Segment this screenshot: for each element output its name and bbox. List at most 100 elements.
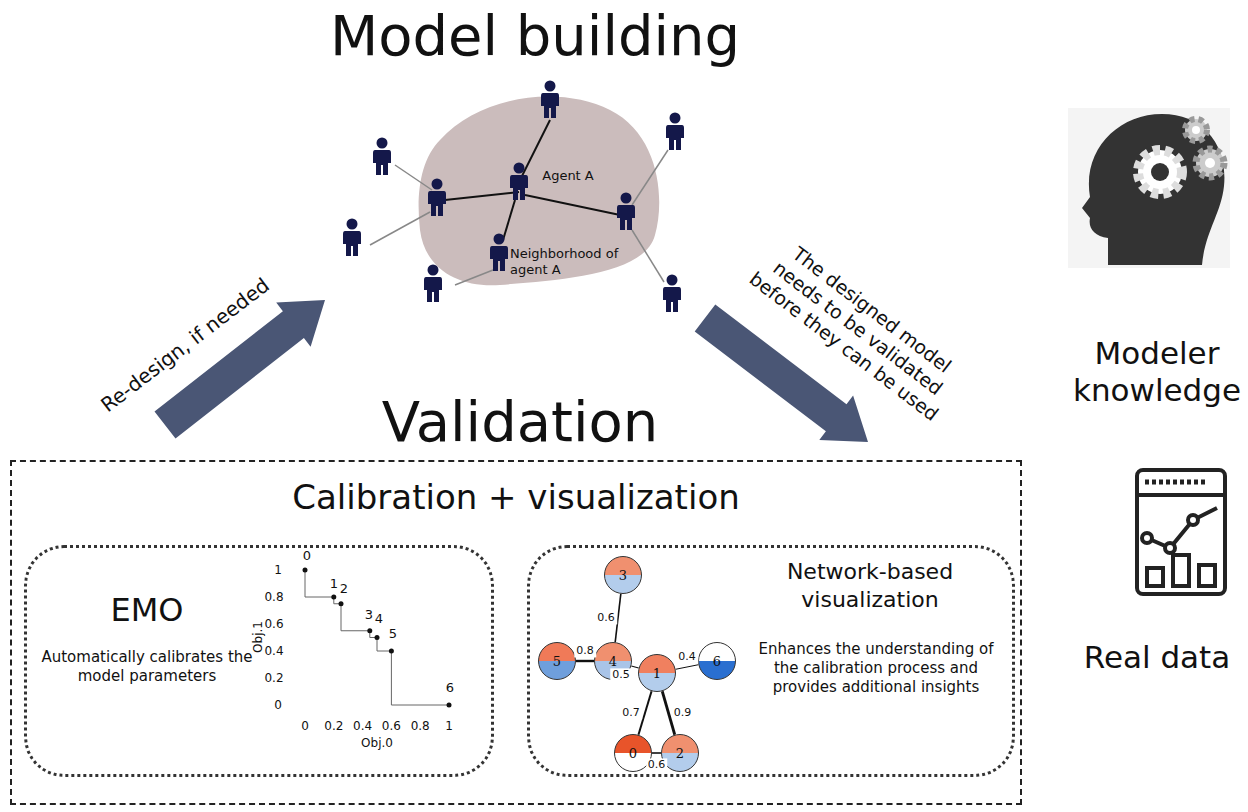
graph-node: 3 — [604, 556, 642, 594]
label-text: 0.4 — [264, 644, 283, 658]
heading: Network-based visualization — [735, 558, 1005, 613]
edge-weight-text: 0.4 — [676, 650, 698, 663]
node-number: 5 — [553, 654, 561, 669]
label: 3 — [365, 607, 373, 623]
label-text: Obj.1 — [251, 621, 265, 653]
label-text: Neighborhood of agent A — [510, 246, 630, 277]
edge-weight-text: 0.8 — [574, 644, 596, 657]
text-wrap: Enhances the understanding of the calibr… — [745, 640, 1007, 696]
graph-edge — [576, 660, 594, 662]
edge-weight: 0.6 — [595, 611, 617, 624]
panel-box: EMO Automatically calibrates the model pa… — [24, 545, 494, 777]
label: 0.4 — [264, 644, 283, 658]
label-text: 0.6 — [264, 617, 283, 631]
graph-node: 5 — [538, 642, 576, 680]
text-wrap: EMO — [77, 590, 217, 630]
label-text: 5 — [389, 626, 397, 642]
description: Automatically calibrates the model param… — [35, 648, 259, 686]
label-text: 0.2 — [264, 671, 283, 685]
node-number: 1 — [653, 666, 661, 681]
label: 0 — [303, 548, 311, 564]
label: 5 — [389, 626, 397, 642]
label: 0.8 — [411, 719, 430, 733]
label-text: 6 — [446, 680, 454, 696]
label: 2 — [340, 581, 348, 597]
edge-weight-text: 0.7 — [620, 706, 642, 719]
label-text: 3 — [365, 607, 373, 623]
label-text: 0.8 — [264, 590, 283, 604]
node-number: 3 — [619, 568, 627, 583]
label: Modeler knowledge — [1057, 335, 1248, 409]
node-number: 6 — [713, 654, 721, 669]
label: 0.4 — [353, 719, 372, 733]
label: Validation — [382, 388, 659, 455]
edge-weight: 0.4 — [676, 650, 698, 663]
heading: Calibration + visualization — [12, 476, 1020, 519]
label-text: 0.8 — [411, 719, 430, 733]
label: Real data — [1084, 639, 1231, 676]
label-text: 1 — [274, 563, 282, 577]
edge-weight-text: 0.6 — [595, 611, 617, 624]
head-icon — [1068, 108, 1230, 268]
label: Agent A — [542, 168, 594, 184]
text-wrap: Calibration + visualization — [12, 476, 1020, 519]
label-text: Modeler knowledge — [1057, 335, 1248, 409]
group-box: Calibration + visualizationEMO Automatica… — [10, 460, 1022, 805]
edge-weight-text: 0.9 — [672, 706, 694, 719]
label-text: 1 — [330, 576, 338, 592]
label-text: Validation — [382, 388, 659, 455]
graph-node: 1 — [638, 654, 676, 692]
label-text: The designed model needs to be validated… — [738, 225, 978, 431]
edge-weight-text: 0.6 — [646, 758, 668, 771]
label: 4 — [375, 611, 383, 627]
edge-weight: 0.5 — [610, 668, 632, 681]
edge-weight: 0.8 — [574, 644, 596, 657]
label: 0 — [301, 719, 309, 733]
label: 0.6 — [264, 617, 283, 631]
agent-links-outer — [370, 150, 668, 285]
data-icon — [1137, 470, 1225, 594]
label: Obj.0 — [361, 736, 393, 750]
label: 0.6 — [382, 719, 401, 733]
node-number: 0 — [629, 746, 637, 761]
label-text: 4 — [375, 611, 383, 627]
label: 0.2 — [324, 719, 343, 733]
label: The designed model needs to be validated… — [738, 225, 978, 431]
label-text: 2 — [340, 581, 348, 597]
panel-box: Network-based visualizationEnhances the … — [527, 545, 1015, 777]
graph-edge — [652, 752, 661, 754]
agent-links — [445, 120, 620, 240]
label: 0 — [274, 698, 282, 712]
label: Obj.1 — [251, 621, 265, 653]
label-text: 0.2 — [324, 719, 343, 733]
label-text: Agent A — [542, 168, 594, 184]
label-text: 0 — [301, 719, 309, 733]
edge-weight-text: 0.5 — [610, 668, 632, 681]
label-text: 0 — [303, 548, 311, 564]
title: Model building — [330, 2, 740, 69]
label-text: 0 — [274, 698, 282, 712]
label-text: Real data — [1084, 639, 1231, 676]
text-wrap: Automatically calibrates the model param… — [35, 648, 259, 686]
label: 1 — [274, 563, 282, 577]
edge-weight: 0.6 — [646, 758, 668, 771]
neighborhood-region — [419, 97, 660, 286]
label: 1 — [330, 576, 338, 592]
label: 0.2 — [264, 671, 283, 685]
edge-weight: 0.7 — [620, 706, 642, 719]
title-text: Model building — [330, 2, 740, 69]
graph-node: 6 — [698, 642, 736, 680]
heading: EMO — [77, 590, 217, 630]
node-number: 2 — [676, 746, 684, 761]
label: 6 — [446, 680, 454, 696]
graph-edge — [676, 665, 699, 670]
label-text: 1 — [445, 719, 453, 733]
redesign-arrow — [155, 300, 326, 438]
node-number: 4 — [609, 654, 617, 669]
label: Neighborhood of agent A — [510, 246, 630, 277]
agents — [343, 81, 684, 313]
pareto-chart — [303, 568, 452, 708]
label: 0.8 — [264, 590, 283, 604]
label-text: 0.6 — [382, 719, 401, 733]
description: Enhances the understanding of the calibr… — [745, 640, 1007, 696]
